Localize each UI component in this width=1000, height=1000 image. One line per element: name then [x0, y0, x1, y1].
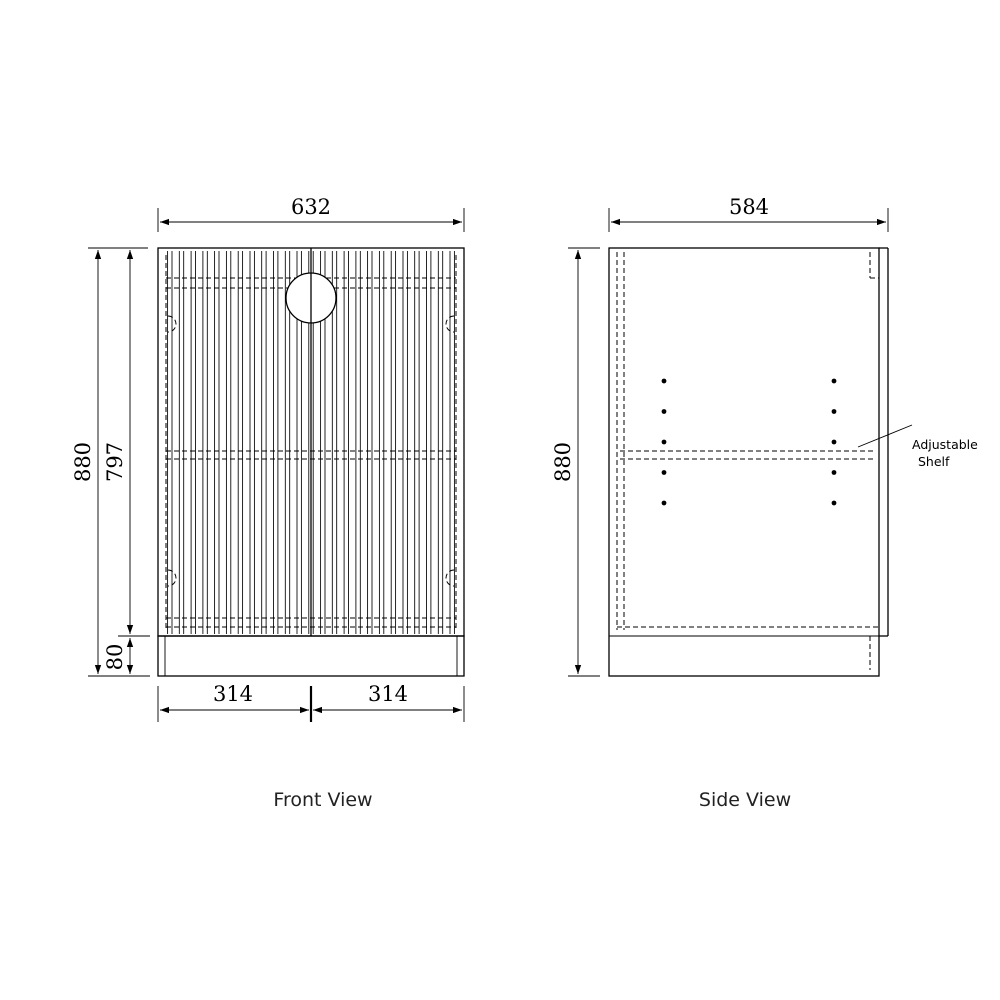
front-hidden-lines — [165, 255, 457, 630]
shelf-pin-hole — [661, 378, 667, 384]
front-right-half-label: 314 — [368, 682, 408, 706]
shelf-pin-holes — [661, 378, 837, 506]
side-depth-dimension: 584 — [608, 195, 889, 232]
shelf-pin-hole — [831, 378, 837, 384]
side-hidden-lines — [616, 252, 879, 670]
front-plinth-height-label: 80 — [103, 644, 127, 671]
front-fluted-slats — [167, 251, 455, 634]
adjustable-shelf-callout: Adjustable Shelf — [857, 424, 978, 469]
shelf-pin-hole — [661, 409, 667, 414]
adjustable-shelf-label-2: Shelf — [918, 454, 950, 469]
shelf-pin-hole — [831, 500, 837, 506]
front-door-height-label: 797 — [103, 442, 127, 482]
shelf-pin-hole — [831, 409, 837, 414]
front-view-caption: Front View — [273, 789, 372, 811]
callout-leader — [857, 424, 913, 448]
shelf-pin-hole — [831, 439, 837, 445]
side-cabinet-body — [608, 247, 889, 677]
front-view: 632 — [71, 195, 465, 811]
side-view-caption: Side View — [699, 789, 791, 811]
front-left-half-label: 314 — [213, 682, 253, 706]
front-height-label: 880 — [71, 442, 95, 482]
front-width-dimension: 632 — [157, 195, 465, 232]
adjustable-shelf-label: Adjustable — [912, 437, 978, 452]
side-height-label: 880 — [551, 442, 575, 482]
front-door-height-dimension: 797 — [103, 250, 150, 637]
shelf-pin-hole — [831, 470, 837, 475]
shelf-pin-hole — [661, 470, 667, 475]
adjustable-shelf-label-1: Adjustable — [912, 437, 978, 452]
side-panel — [608, 247, 880, 677]
front-height-dimension: 880 — [71, 247, 150, 677]
front-cabinet-body — [157, 247, 465, 677]
hinge-icon — [167, 315, 177, 333]
front-hinges — [167, 315, 455, 587]
hinge-icon — [167, 569, 177, 587]
shelf-pin-hole — [661, 439, 667, 445]
side-depth-label: 584 — [729, 195, 769, 219]
hinge-icon — [445, 315, 455, 333]
shelf-pin-hole — [661, 500, 667, 506]
side-view: 584 — [551, 195, 978, 811]
front-plinth-height-dimension: 80 — [103, 638, 134, 674]
side-height-dimension: 880 — [551, 247, 600, 677]
front-plinth — [157, 635, 465, 677]
front-width-label: 632 — [291, 195, 331, 219]
front-half-width-dimensions: 314 314 — [157, 682, 465, 722]
hinge-icon — [445, 569, 455, 587]
